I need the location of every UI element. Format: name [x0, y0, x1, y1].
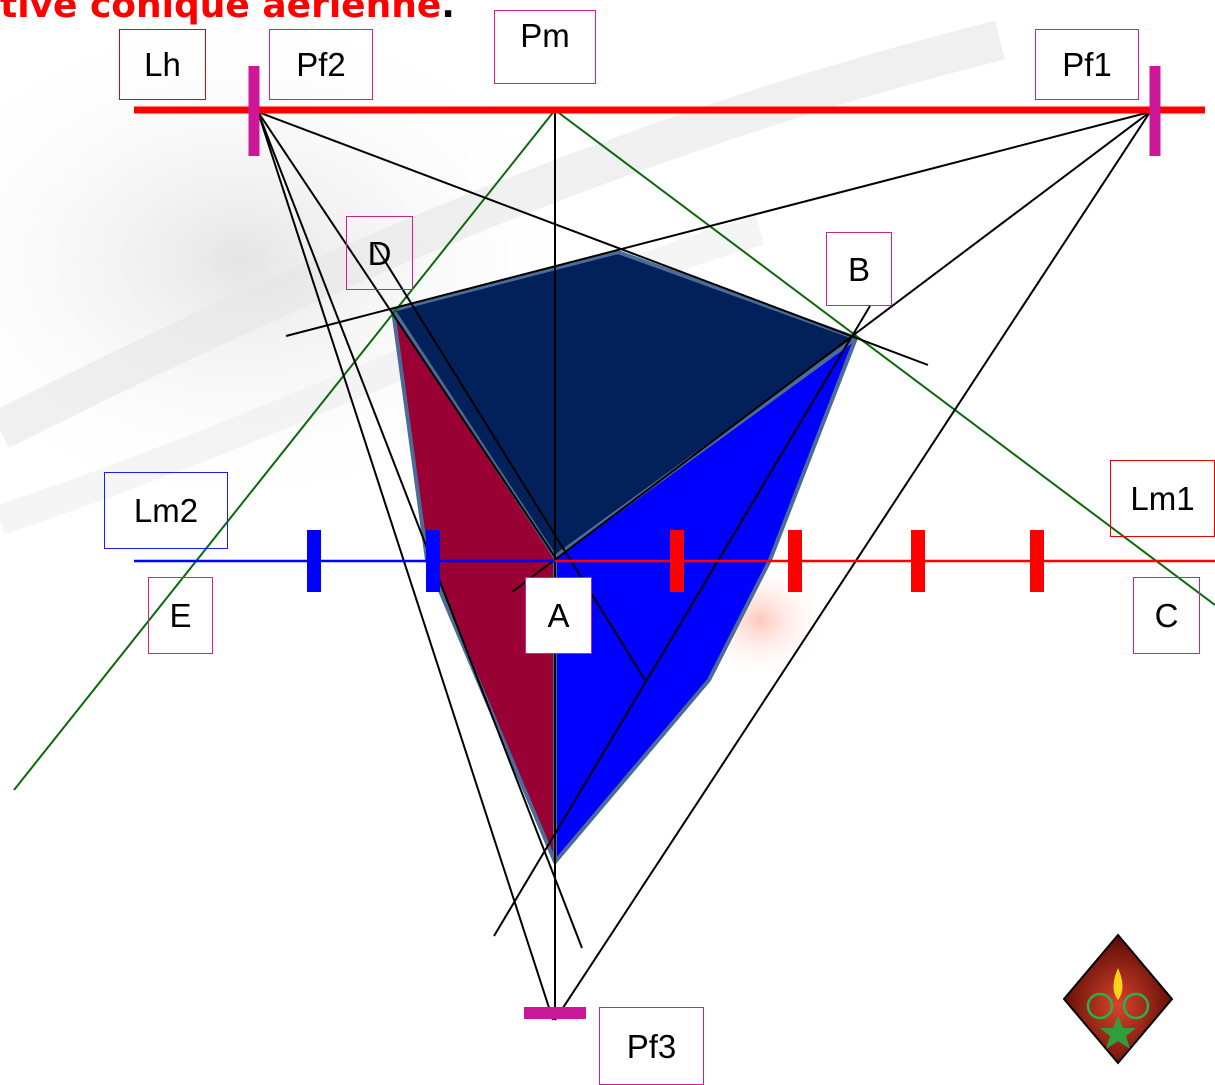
label-d: D	[346, 216, 413, 290]
label-lh: Lh	[119, 29, 206, 100]
label-a: A	[525, 577, 592, 654]
label-c: C	[1133, 577, 1200, 654]
black-construction-lines	[257, 110, 1151, 1021]
label-pm: Pm	[494, 10, 596, 84]
label-pf3: Pf3	[599, 1007, 704, 1085]
page-title: tive conique aérienne.	[0, 0, 455, 26]
title-period: .	[441, 0, 455, 26]
solid	[391, 250, 858, 864]
label-pf2: Pf2	[269, 29, 373, 100]
measuring-lines	[134, 530, 1215, 592]
label-e: E	[148, 577, 213, 654]
label-pf1: Pf1	[1035, 29, 1139, 100]
label-lm1: Lm1	[1110, 460, 1215, 537]
label-b: B	[826, 232, 892, 306]
diamond-logo-icon	[1062, 933, 1174, 1065]
green-construction-lines	[13, 109, 1215, 791]
label-lm2: Lm2	[104, 472, 228, 549]
title-text: tive conique aérienne	[0, 0, 442, 26]
horizon-line	[134, 66, 1205, 156]
